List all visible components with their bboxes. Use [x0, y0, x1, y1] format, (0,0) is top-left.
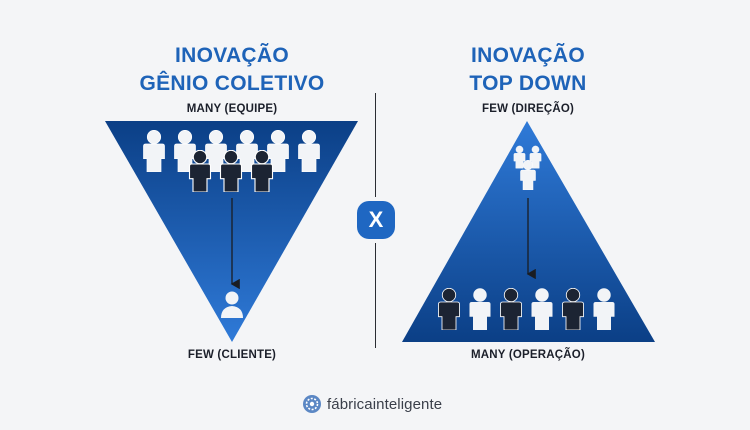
- right-top-label: FEW (DIREÇÃO): [481, 103, 575, 115]
- left-title-line2: GÊNIO COLETIVO: [139, 72, 325, 95]
- left-title-line1: INOVAÇÃO: [174, 44, 289, 67]
- right-title-line2: TOP DOWN: [469, 72, 587, 95]
- brand-name: fábricainteligente: [327, 395, 443, 413]
- right-title-line1: INOVAÇÃO: [470, 44, 585, 67]
- gear-logo-icon: [303, 395, 321, 413]
- versus-badge: X: [357, 201, 395, 239]
- right-bottom-label: MANY (OPERAÇÃO): [471, 349, 585, 361]
- client-person-icon: [221, 291, 243, 318]
- left-team-dark-row: [188, 150, 274, 192]
- left-top-label: MANY (EQUIPE): [186, 103, 278, 115]
- right-title: INOVAÇÃO TOP DOWN: [408, 42, 648, 98]
- left-title: INOVAÇÃO GÊNIO COLETIVO: [112, 42, 352, 98]
- left-bottom-label: FEW (CLIENTE): [187, 349, 277, 361]
- brand-logo: fábricainteligente: [302, 394, 442, 414]
